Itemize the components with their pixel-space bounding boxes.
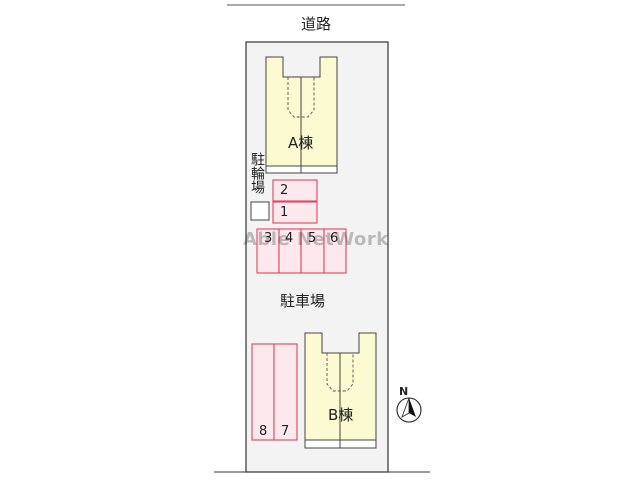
parking-slot-6 (323, 228, 347, 274)
slot-number: 8 (259, 424, 268, 439)
bicycle-parking-label: 駐輪場 (249, 152, 265, 194)
bicycle-parking-box (250, 201, 270, 221)
slot-number: 4 (285, 231, 294, 246)
north-compass-icon (396, 397, 422, 423)
slot-number: 5 (308, 231, 317, 246)
slot-number: 6 (330, 231, 339, 246)
slot-number: 2 (280, 183, 289, 198)
slot-number: 1 (280, 205, 289, 220)
watermark: Able NetWork (243, 229, 389, 250)
parking-slot-7 (273, 343, 298, 441)
road-label: 道路 (301, 15, 332, 33)
building-a-label: A棟 (288, 134, 314, 152)
parking-label: 駐車場 (280, 292, 326, 310)
parking-slot-2 (272, 179, 318, 202)
building-a (265, 56, 338, 174)
slot-number: 3 (264, 231, 273, 246)
slot-number: 7 (281, 424, 290, 439)
building-b-label: B棟 (328, 406, 354, 424)
building-b (304, 332, 377, 449)
compass-north-label: N (399, 385, 409, 398)
parking-slot-1 (272, 201, 318, 224)
